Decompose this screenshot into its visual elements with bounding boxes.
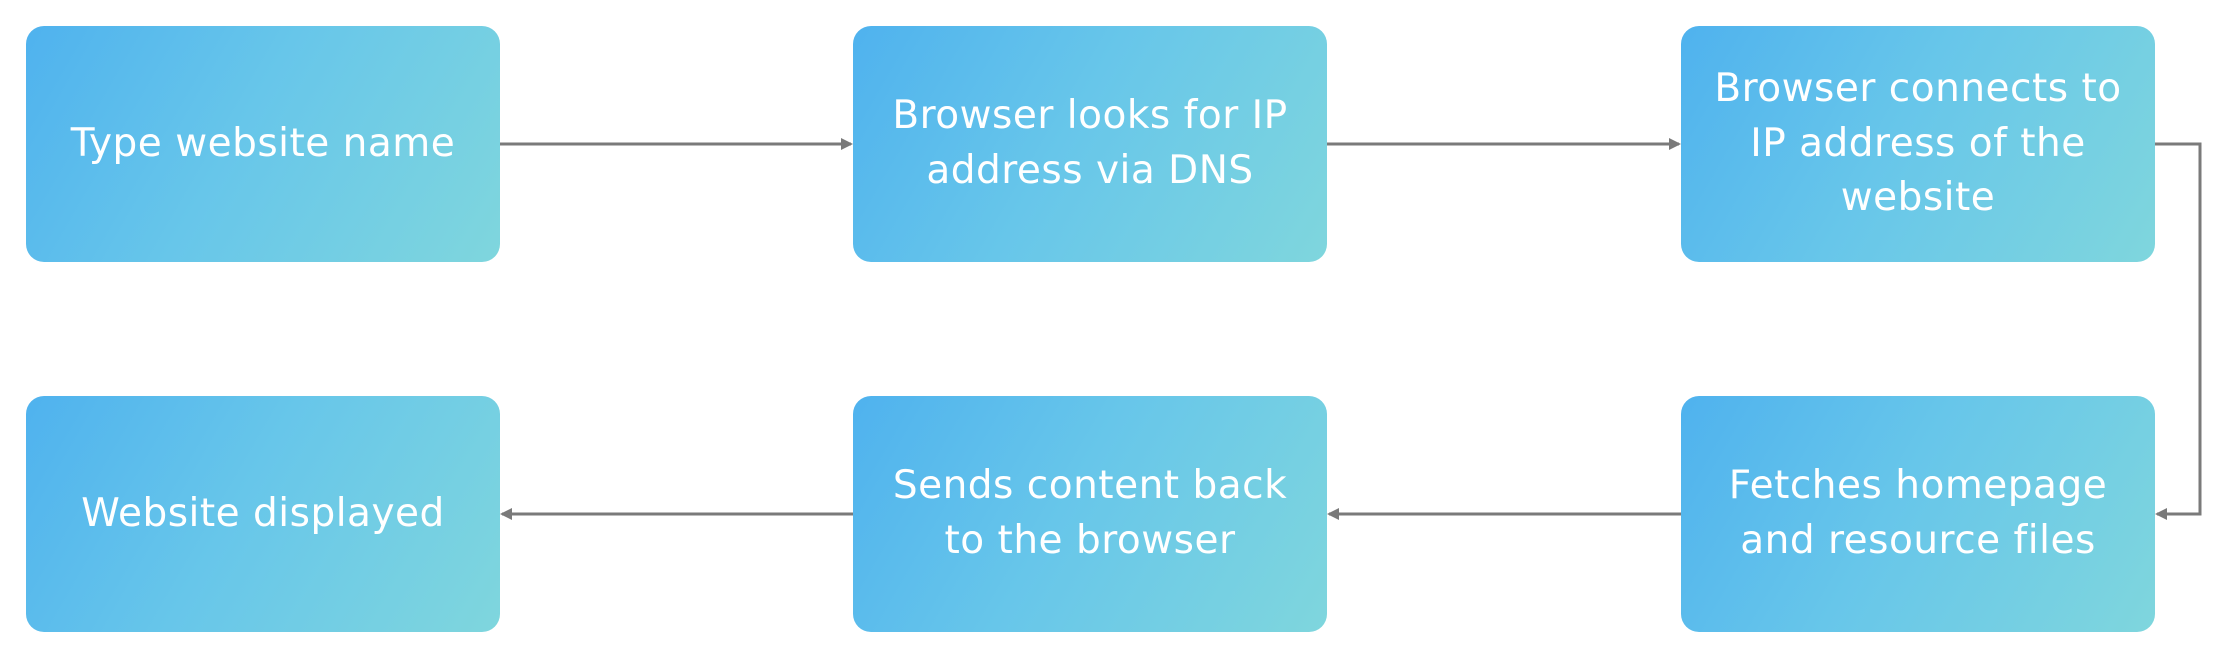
step-label: Fetches homepage and resource files <box>1728 463 2108 563</box>
arrow-step3-to-step4 <box>2155 142 2202 520</box>
step-dns-lookup: Browser looks for IP address via DNS <box>853 26 1327 262</box>
step-label: Type website name <box>70 120 456 166</box>
step-label: Browser connects to IP address of the we… <box>1714 66 2122 221</box>
step-type-website-name: Type website name <box>26 26 500 262</box>
step-website-displayed: Website displayed <box>26 396 500 632</box>
step-fetch-resources: Fetches homepage and resource files <box>1681 396 2155 632</box>
step-label: Sends content back to the browser <box>892 463 1288 563</box>
step-connect-ip: Browser connects to IP address of the we… <box>1681 26 2155 262</box>
step-send-content: Sends content back to the browser <box>853 396 1327 632</box>
step-label: Website displayed <box>81 490 445 536</box>
step-label: Browser looks for IP address via DNS <box>892 93 1288 193</box>
